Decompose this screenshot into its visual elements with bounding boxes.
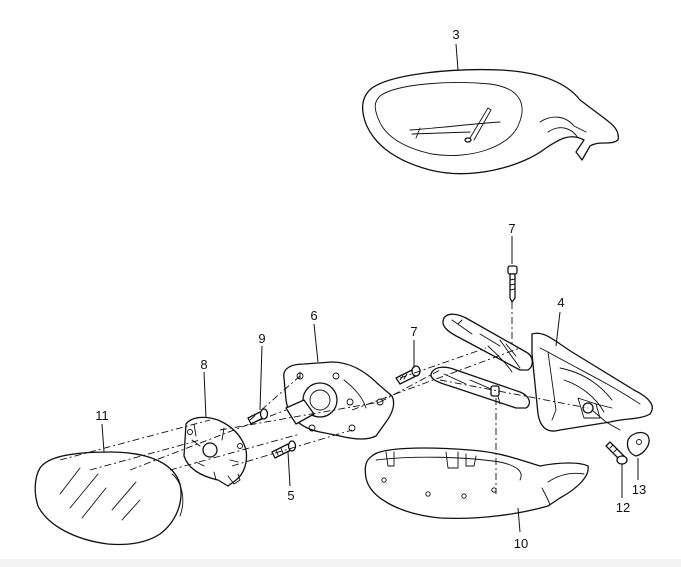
callout-5: 5 xyxy=(287,488,294,503)
mirror-base-bracket xyxy=(531,332,653,432)
screw-7-vertical xyxy=(507,265,518,303)
screw-5 xyxy=(271,440,297,459)
mirror-housing-cover xyxy=(361,69,619,175)
callout-7-top: 7 xyxy=(508,221,515,236)
leader-lines xyxy=(101,43,639,533)
callout-10: 10 xyxy=(514,536,528,551)
mirror-carrier-plate xyxy=(183,416,248,487)
mirror-glass xyxy=(34,451,184,546)
cap-13 xyxy=(626,431,650,457)
callout-4: 4 xyxy=(557,295,564,310)
bottom-strip xyxy=(0,559,681,567)
callout-9: 9 xyxy=(258,331,265,346)
callout-6: 6 xyxy=(310,308,317,323)
screw-9 xyxy=(247,408,269,425)
callout-8: 8 xyxy=(200,357,207,372)
screw-7-angled xyxy=(395,365,421,385)
assembly-lines xyxy=(59,302,589,494)
callout-7-left: 7 xyxy=(410,324,417,339)
callout-3: 3 xyxy=(452,27,459,42)
lower-mirror-cover xyxy=(364,447,589,520)
screw-12 xyxy=(605,441,628,465)
callout-13: 13 xyxy=(632,482,646,497)
mirror-mounting-arms xyxy=(430,313,533,409)
mirror-adjustment-motor xyxy=(283,361,395,440)
callout-12: 12 xyxy=(616,500,630,515)
callout-11: 11 xyxy=(95,408,109,423)
